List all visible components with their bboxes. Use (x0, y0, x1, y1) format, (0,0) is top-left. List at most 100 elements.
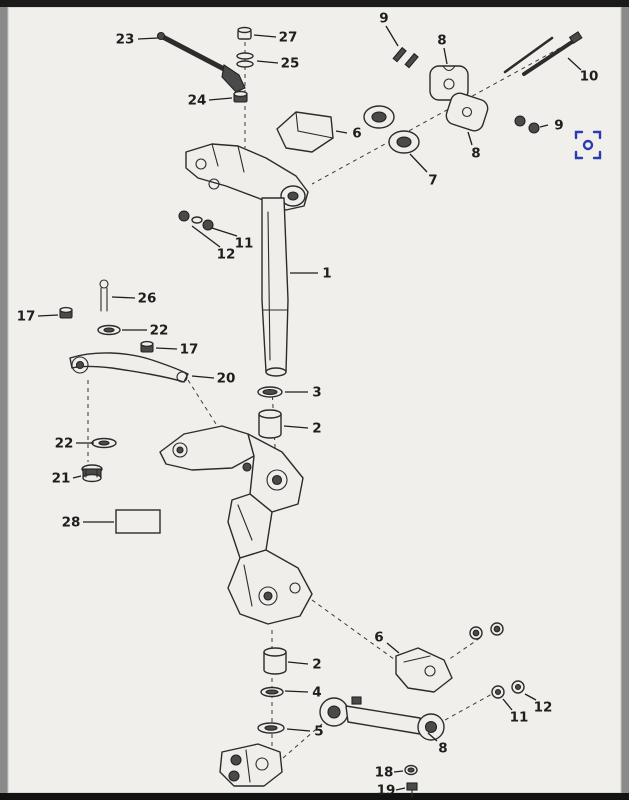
part-number-label: 17 (17, 309, 36, 325)
part-9-nuts-right (514, 115, 540, 134)
callout-leader-line (283, 425, 309, 429)
part-number-label: 8 (471, 146, 480, 162)
callout-leader-line (137, 37, 159, 40)
part-number-label: 6 (374, 630, 383, 646)
callout-leader-line (524, 693, 537, 701)
part-28-plate (115, 509, 161, 534)
part-number-label: 3 (312, 385, 321, 401)
callout-leader-line (502, 698, 513, 711)
part-number-label: 6 (352, 126, 361, 142)
part-11-12-nuts-bottom (491, 680, 525, 699)
part-22-washer-upper (97, 324, 121, 336)
part-number-label: 4 (312, 685, 321, 701)
part-21-cap (81, 464, 103, 483)
part-number-label: 2 (312, 657, 321, 673)
callout-leader-line (427, 732, 438, 742)
part-8-mount-upper (429, 65, 469, 101)
part-number-label: 9 (379, 11, 388, 27)
callout-leader-line (539, 124, 549, 128)
part-19-bolt (406, 782, 418, 798)
part-3-oring (257, 386, 283, 398)
part-number-label: 24 (188, 93, 207, 109)
part-25-washers (236, 52, 254, 68)
callout-leader-line (567, 57, 582, 71)
callout-leader-line (395, 787, 406, 791)
part-number-label: 22 (55, 436, 74, 452)
part-8-mount-right (445, 92, 489, 132)
part-24-nut (233, 90, 248, 103)
callout-leader-line (409, 153, 428, 173)
part-23-steering-link-rod (156, 31, 246, 93)
part-17-nut-mid (140, 340, 154, 353)
callout-leader-line (385, 25, 399, 47)
part-number-label: 17 (180, 342, 199, 358)
part-18-grommet (404, 764, 418, 776)
photo-top-bar (0, 0, 629, 7)
callout-leader-line (37, 314, 59, 317)
part-26-cotter-pin (99, 279, 109, 312)
part-10-long-bolt (503, 31, 583, 76)
part-17-nut-left (59, 306, 73, 319)
callout-leader-line (335, 130, 348, 134)
callout-leader-line (386, 642, 400, 654)
part-20-tiller-arm (69, 352, 189, 383)
callout-leader-line (393, 770, 404, 773)
callout-leader-line (256, 60, 279, 64)
part-number-label: 25 (281, 56, 300, 72)
part-number-label: 12 (217, 247, 236, 263)
part-number-label: 7 (428, 173, 437, 189)
part-4-oring (260, 686, 284, 698)
callout-leader-line (111, 296, 136, 299)
part-number-label: 2 (312, 421, 321, 437)
part-number-label: 10 (580, 69, 599, 85)
part-number-label: 23 (116, 32, 135, 48)
callout-leader-line (443, 47, 448, 65)
part-1-steering-shaft (261, 197, 289, 377)
part-number-label: 1 (322, 266, 331, 282)
swivel-head-casting (185, 143, 309, 211)
callout-leader-line (287, 661, 309, 665)
part-5-washer (257, 722, 285, 734)
part-number-label: 5 (314, 724, 323, 740)
part-9-bolts-upper (392, 46, 419, 69)
part-number-label: 22 (150, 323, 169, 339)
part-number-label: 27 (279, 30, 298, 46)
part-6-bracket-top (276, 111, 334, 153)
callout-leader-line (208, 97, 233, 101)
part-number-label: 11 (235, 236, 254, 252)
focus-icon[interactable] (574, 130, 602, 160)
part-number-label: 18 (375, 765, 394, 781)
part-7-grommets (363, 105, 420, 154)
part-22-washer-lower (91, 437, 117, 449)
part-number-label: 19 (377, 783, 396, 799)
callout-leader-line (286, 728, 311, 732)
part-number-label: 9 (554, 118, 563, 134)
part-2-bushing-upper (258, 409, 282, 439)
callout-leader-line (253, 34, 277, 38)
callout-leader-line (191, 375, 215, 379)
part-11-12-nuts-upper (178, 210, 214, 231)
part-number-label: 20 (217, 371, 236, 387)
part-2-bushing-lower (263, 647, 287, 675)
part-6-bracket-bottom (395, 647, 453, 693)
callout-leader-line (211, 227, 238, 237)
photo-bottom-bar (0, 793, 629, 800)
part-number-label: 8 (438, 741, 447, 757)
part-27-cap-nut (237, 26, 252, 40)
callout-leader-line (284, 690, 309, 693)
swivel-bracket-casting (159, 425, 313, 625)
part-number-label: 11 (510, 710, 529, 726)
part-number-label: 28 (62, 515, 81, 531)
washers-bottom-right (469, 622, 504, 640)
callout-leader-line (467, 131, 473, 146)
part-number-label: 26 (138, 291, 157, 307)
part-number-label: 21 (52, 471, 71, 487)
callout-leader-line (155, 347, 178, 350)
clamp-bottom-left (219, 743, 283, 787)
part-number-label: 8 (437, 33, 446, 49)
part-8-steering-link (319, 696, 445, 741)
callout-leader-line (72, 475, 82, 479)
